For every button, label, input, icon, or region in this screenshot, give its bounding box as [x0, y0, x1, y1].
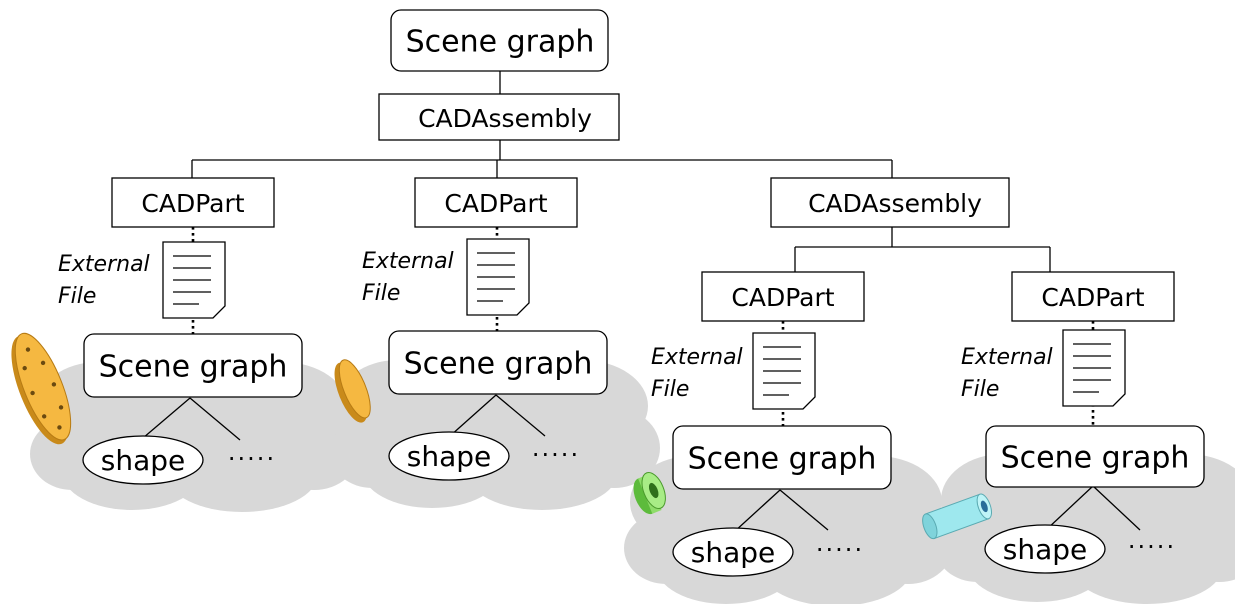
part-3-group: CADPart External File Scene graph shape … [633, 271, 892, 577]
part-1-file-label: File [58, 284, 96, 309]
part-1-scene-graph-box [83, 333, 303, 398]
part-2-label: CADPart [444, 189, 547, 218]
part-2-more-children: ····· [532, 441, 580, 469]
part-3-shape-label: shape [691, 536, 776, 569]
part-1-scene-graph-label: Scene graph [99, 350, 288, 385]
part-2-external-label: External [362, 249, 454, 274]
green-ring-icon [633, 471, 666, 515]
part-4-file-label: File [961, 377, 999, 402]
part-4-label: CADPart [1041, 283, 1144, 312]
root-scene-graph-label: Scene graph [406, 25, 595, 60]
part-2-scene-graph-label: Scene graph [404, 347, 593, 382]
sub-assembly-label: CADAssembly [808, 189, 982, 218]
part-2-group: CADPart External File Scene graph shape … [334, 177, 608, 481]
part-2-shape-label: shape [407, 440, 492, 473]
part-2-shape-node [388, 431, 510, 481]
cyan-cylinder-icon [922, 493, 992, 540]
part-3-label: CADPart [731, 283, 834, 312]
part-1-external-label: External [58, 252, 150, 277]
part-4-more-children: ····· [1128, 533, 1176, 561]
yellow-disk-icon [334, 359, 371, 423]
part-4-shape-label: shape [1003, 533, 1088, 566]
part-3-external-label: External [651, 345, 743, 370]
top-assembly-node: CADAssembly [378, 93, 620, 141]
part-1-more-children: ····· [228, 445, 276, 473]
part-2-scene-graph-box [388, 330, 608, 395]
part-3-file-label: File [651, 377, 689, 402]
sub-assembly-node: CADAssembly [770, 177, 1010, 228]
yellow-plate-icon [11, 332, 72, 445]
part-4-shape-node [984, 524, 1106, 574]
tree-connectors [142, 70, 1141, 533]
part-3-document-icon [752, 332, 816, 410]
part-2-document-icon [466, 238, 530, 316]
part-4-scene-graph-label: Scene graph [1001, 441, 1190, 476]
part-4-external-label: External [961, 345, 1053, 370]
part-1-document-icon [162, 241, 226, 319]
part-1-group: CADPart External File Scene graph shape … [11, 177, 303, 485]
part-4-scene-graph-box [985, 425, 1205, 488]
part-3-scene-graph-box [672, 425, 892, 490]
part-3-more-children: ····· [816, 536, 864, 564]
part-2-file-label: File [362, 281, 400, 306]
root-scene-graph-node: Scene graph [390, 9, 609, 72]
top-assembly-label: CADAssembly [418, 104, 592, 133]
part-1-shape-node [82, 435, 204, 485]
part-4-group: CADPart External File Scene graph shape … [922, 271, 1205, 574]
part-4-document-icon [1062, 329, 1126, 407]
part-3-shape-node [672, 527, 794, 577]
part-1-shape-label: shape [101, 444, 186, 477]
part-3-scene-graph-label: Scene graph [688, 442, 877, 477]
part-1-label: CADPart [141, 189, 244, 218]
